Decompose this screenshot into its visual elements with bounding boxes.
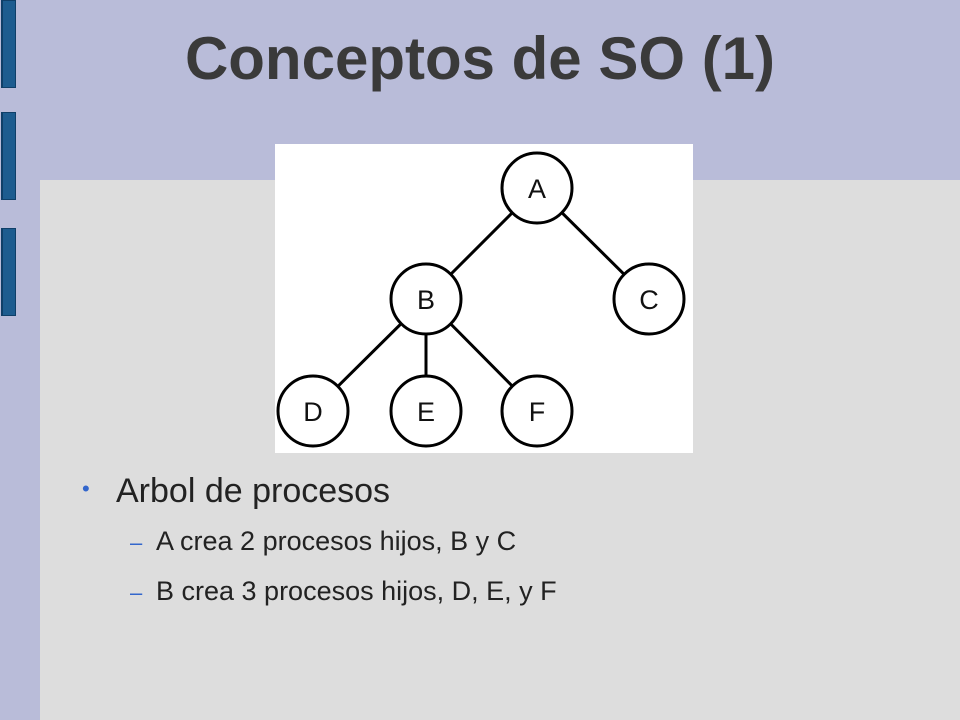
bullet-item: • Arbol de procesos <box>82 472 942 520</box>
sub-bullet-item: – B crea 3 procesos hijos, D, E, y F <box>130 576 942 626</box>
sub-bullet-marker: – <box>130 580 143 605</box>
sub-bullet-list: – A crea 2 procesos hijos, B y C – B cre… <box>82 526 942 626</box>
bullet-marker: • <box>82 476 90 501</box>
process-tree-diagram: A B C D E F <box>275 144 693 453</box>
tree-node-circle <box>389 262 463 336</box>
tree-node-circle <box>276 374 350 448</box>
slide-title: Conceptos de SO (1) <box>184 25 776 92</box>
accent-bar-bottom <box>1 228 16 316</box>
tree-node-circle <box>500 151 574 225</box>
tree-node-label: F <box>529 397 546 427</box>
tree-node-label: B <box>417 285 435 315</box>
tree-node-circle <box>500 374 574 448</box>
sub-bullet-marker: – <box>130 530 143 555</box>
tree-node-circle <box>389 374 463 448</box>
tree-node-label: E <box>417 397 435 427</box>
bullet-list: • Arbol de procesos – A crea 2 procesos … <box>82 472 942 626</box>
tree-node-e: E <box>389 374 463 448</box>
sub-bullet-item: – A crea 2 procesos hijos, B y C <box>130 526 942 576</box>
tree-node-c: C <box>612 262 686 336</box>
tree-node-label: C <box>639 285 659 315</box>
tree-node-b: B <box>389 262 463 336</box>
process-tree-svg: A B C D E F <box>276 151 686 448</box>
tree-node-circle <box>612 262 686 336</box>
sub-bullet-text: A crea 2 procesos hijos, B y C <box>156 526 517 556</box>
bullet-text: Arbol de procesos <box>116 472 391 510</box>
left-decor-strip <box>0 0 22 720</box>
sub-bullet-text: B crea 3 procesos hijos, D, E, y F <box>156 576 557 606</box>
tree-edges <box>311 186 651 413</box>
tree-node-label: A <box>528 174 546 204</box>
accent-bar-middle <box>1 112 16 200</box>
tree-nodes: A B C D E F <box>276 151 686 448</box>
accent-bar-top <box>1 0 16 88</box>
tree-node-d: D <box>276 374 350 448</box>
tree-node-label: D <box>303 397 323 427</box>
tree-node-a: A <box>500 151 574 225</box>
tree-node-f: F <box>500 374 574 448</box>
